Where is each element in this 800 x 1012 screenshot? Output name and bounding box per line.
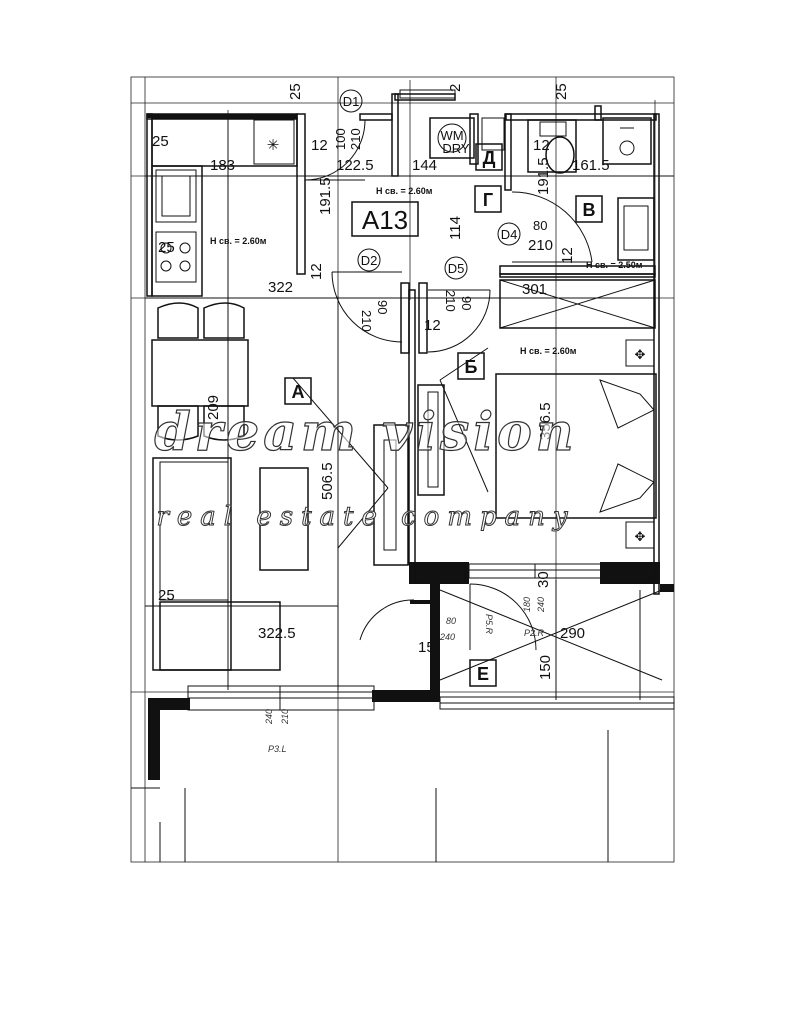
svg-text:2: 2 [447, 84, 464, 92]
dimension-numbers: 25 2 25 100 210 12 25 183 122.5 144 12 1… [152, 83, 610, 725]
svg-text:191.5: 191.5 [535, 157, 552, 195]
window-tag-p3l: P3.L [268, 744, 287, 754]
svg-text:122.5: 122.5 [336, 157, 374, 174]
svg-text:180: 180 [522, 597, 532, 612]
room-e-label: Е [477, 664, 489, 684]
room-v-label: В [583, 200, 596, 220]
svg-text:240: 240 [264, 709, 274, 725]
wardrobe [499, 279, 656, 329]
height-bedroom: H св. = 2.60м [520, 346, 577, 356]
kitchen-unit: ✳ [151, 117, 298, 297]
svg-text:240: 240 [439, 632, 455, 642]
svg-text:25: 25 [152, 133, 169, 150]
svg-text:12: 12 [533, 137, 550, 154]
watermark-line2: real estate company [156, 502, 575, 532]
lamp-icon-top: ✥ [635, 347, 646, 362]
unit-label-box [351, 201, 419, 237]
lamp-icon-bottom: ✥ [635, 529, 646, 544]
svg-text:12: 12 [311, 137, 328, 154]
height-bath: H св. = 2.50м [586, 260, 643, 270]
svg-text:290: 290 [560, 625, 585, 642]
svg-text:191.5: 191.5 [317, 177, 334, 215]
dimension-lines [145, 118, 674, 700]
svg-text:25: 25 [158, 587, 175, 604]
svg-text:161.5: 161.5 [572, 157, 610, 174]
window-tag-p5r: P5.R [484, 614, 494, 635]
svg-text:209: 209 [205, 395, 222, 420]
room-arrows [292, 347, 663, 681]
svg-text:25: 25 [287, 83, 304, 100]
svg-text:210: 210 [280, 709, 290, 725]
svg-text:80: 80 [533, 218, 547, 233]
svg-text:100: 100 [333, 128, 348, 150]
svg-text:90: 90 [459, 296, 474, 310]
door-d1-label: D1 [343, 94, 360, 109]
window-tag-p2r: P2.R [524, 628, 545, 638]
svg-text:240: 240 [536, 597, 546, 613]
tv-unit [373, 384, 445, 566]
svg-text:301: 301 [522, 281, 547, 298]
svg-text:12: 12 [559, 247, 576, 264]
door-swings [304, 119, 593, 651]
svg-text:114: 114 [447, 216, 464, 240]
svg-text:80: 80 [446, 616, 456, 626]
svg-text:356.5: 356.5 [537, 402, 554, 440]
kitchen-sink-icon: ✳ [267, 137, 280, 154]
door-d4-label: D4 [501, 227, 518, 242]
bed: ✥ ✥ [495, 339, 657, 549]
svg-text:210: 210 [359, 310, 374, 332]
svg-text:25: 25 [158, 239, 175, 256]
svg-text:25: 25 [553, 83, 570, 100]
height-hall: H св. = 2.60м [376, 186, 433, 196]
svg-text:506.5: 506.5 [319, 462, 336, 500]
svg-text:210: 210 [443, 290, 458, 312]
unit-label: A13 [362, 205, 408, 235]
lower-facade [131, 730, 609, 862]
room-b-label: Б [465, 357, 478, 377]
height-main: H св. = 2.60м [210, 236, 267, 246]
sofa [152, 457, 309, 671]
svg-text:30: 30 [535, 571, 552, 588]
dryer-label: DRY [442, 141, 470, 156]
svg-text:144: 144 [412, 157, 437, 174]
svg-text:12: 12 [308, 263, 325, 280]
plan-frame [130, 76, 675, 863]
room-g-label: Г [483, 190, 493, 210]
dining-set [151, 302, 249, 441]
svg-text:322: 322 [268, 279, 293, 296]
svg-text:183: 183 [210, 157, 235, 174]
door-d5-label: D5 [448, 261, 465, 276]
svg-text:12: 12 [424, 317, 441, 334]
room-d-label: Д [483, 148, 496, 168]
windows [187, 89, 675, 711]
watermark-line1: dream vision [154, 402, 577, 463]
svg-text:90: 90 [375, 300, 390, 314]
bathroom-fixtures [429, 117, 655, 261]
svg-text:210: 210 [348, 128, 363, 150]
svg-text:210: 210 [528, 237, 553, 254]
svg-text:15: 15 [418, 639, 435, 656]
washing-machine-label: WM [440, 128, 463, 143]
svg-text:322.5: 322.5 [258, 625, 296, 642]
door-d2-label: D2 [361, 253, 378, 268]
svg-text:150: 150 [537, 655, 554, 680]
room-a-label: А [292, 382, 305, 402]
